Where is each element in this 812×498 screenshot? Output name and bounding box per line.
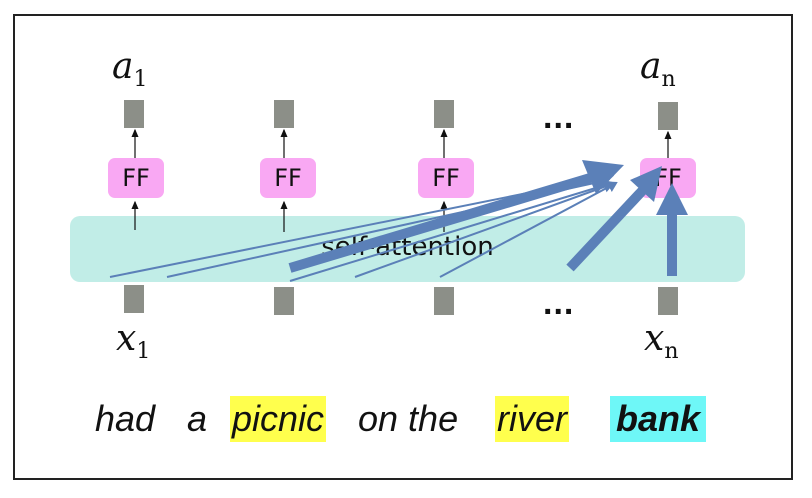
attention-arrow [289,179,614,282]
input-node [274,287,294,315]
ff-block: FF [260,158,316,198]
word-picnic-highlighted: picnic [230,396,327,442]
input-node [124,285,144,313]
word-had: had [95,398,156,439]
ellipsis-bottom: ... [543,284,575,322]
ff-block: FF [108,158,164,198]
attention-arrowhead [656,183,688,215]
word-on-the: on the [358,398,459,439]
ff-block: FF [418,158,474,198]
output-node [434,100,454,128]
attention-arrowhead [630,166,662,202]
output-an: an [640,46,676,93]
output-node [274,100,294,128]
input-xn: xn [644,318,679,365]
attention-arrowhead [582,160,624,194]
attention-arrow [354,181,614,278]
output-node [124,100,144,128]
ellipsis-top: ... [543,98,575,136]
word-bank-highlighted: bank [610,396,707,442]
input-node [434,287,454,315]
attention-arrow [566,186,647,272]
word-a: a [187,398,208,439]
attention-arrow [439,181,618,278]
word-river-highlighted: river [495,396,569,442]
attention-arrow [288,173,592,273]
border-frame [13,14,793,480]
input-node [658,287,678,315]
self-attention-layer [70,216,745,282]
output-a1: a1 [112,46,148,93]
output-node [658,102,678,130]
input-x1: x1 [116,318,151,365]
